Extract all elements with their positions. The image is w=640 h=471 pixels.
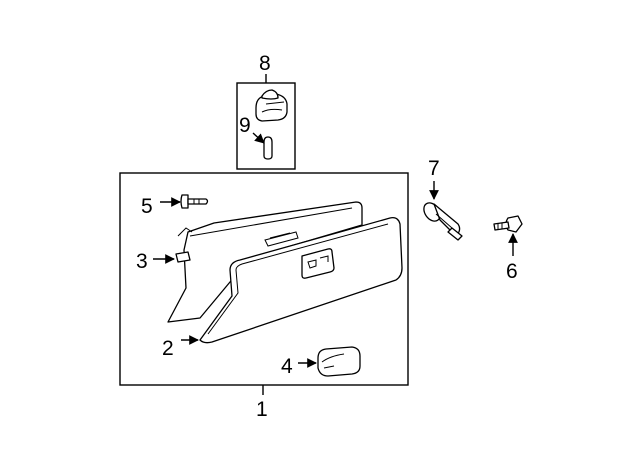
callout-4: 4 [281,355,293,378]
callout-9: 9 [239,114,251,137]
callout-3: 3 [136,250,148,273]
stopper-part [175,251,191,263]
bolt-part [180,194,209,209]
damper-part [423,202,463,241]
glove-box-door [199,216,403,344]
callout-2: 2 [162,337,174,360]
callout-1: 1 [256,398,268,421]
callout-6: 6 [506,260,518,283]
latch-part [317,346,361,377]
callout-5: 5 [141,195,153,218]
assembly-box [119,172,409,386]
callout-9-leader [252,132,265,144]
callout-7: 7 [428,157,440,180]
screw-part [493,215,523,233]
callout-8: 8 [259,52,271,75]
glove-box-housing [167,201,363,323]
lamp-socket-part [255,89,288,122]
bulb-part [263,136,273,160]
